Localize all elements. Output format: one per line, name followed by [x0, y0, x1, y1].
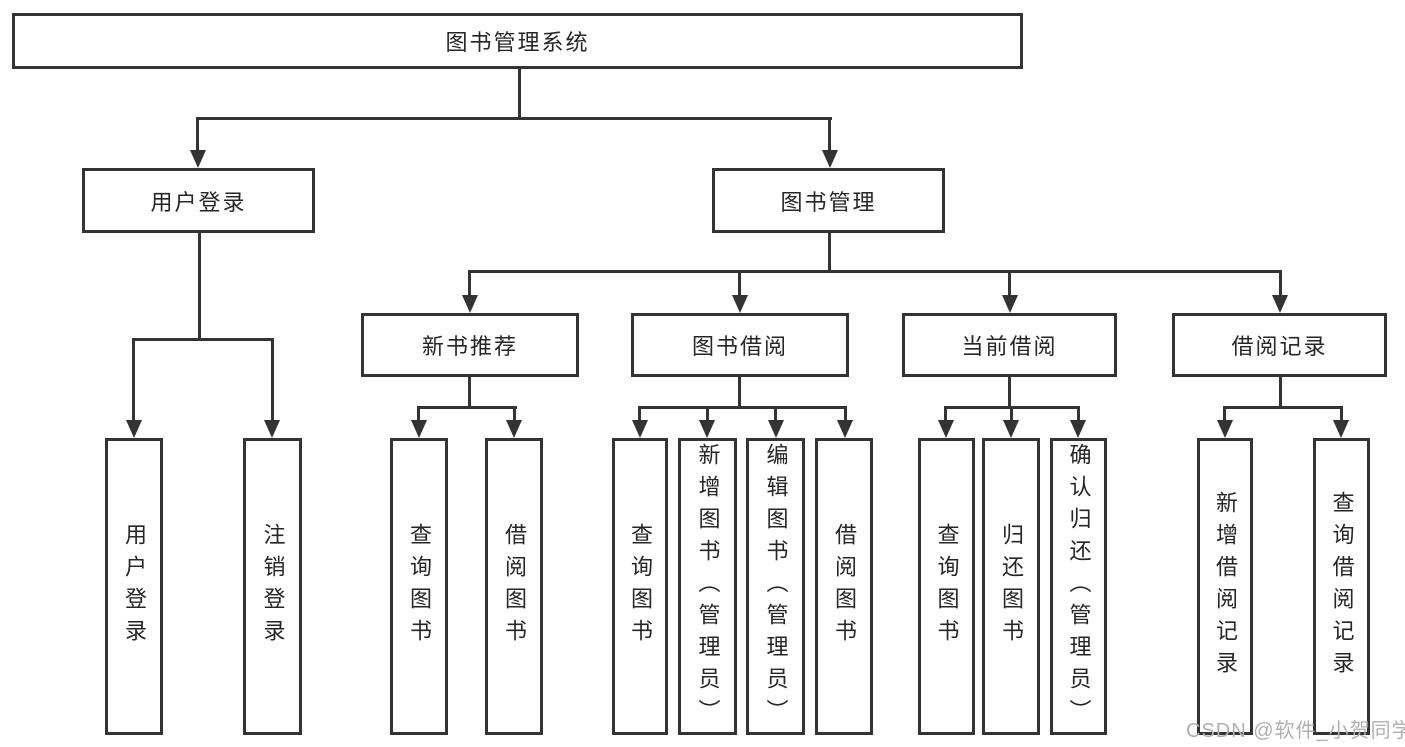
node-user-login: 用户登录 — [82, 168, 315, 233]
leaf-borrow-books-borrowing-label: 借阅图书 — [832, 522, 857, 651]
arrowhead — [462, 295, 478, 313]
leaf-confirm-return-admin: 确认归还（管理员） — [1050, 438, 1107, 735]
connector-line — [1008, 270, 1011, 298]
node-book-borrowing-label: 图书借阅 — [691, 334, 788, 359]
arrowhead — [126, 420, 142, 438]
connector-line — [638, 406, 641, 423]
leaf-add-borrow-record-label: 新增借阅记录 — [1213, 490, 1238, 683]
node-book-management-label: 图书管理 — [780, 189, 877, 215]
leaf-user-login: 用户登录 — [105, 438, 163, 735]
leaf-query-borrow-record: 查询借阅记录 — [1313, 438, 1370, 735]
connector-line — [513, 406, 516, 423]
connector-line — [468, 270, 471, 298]
leaf-return-books-label: 归还图书 — [999, 522, 1024, 651]
connector-line — [1279, 270, 1282, 298]
arrowhead — [1217, 420, 1233, 438]
node-book-management: 图书管理 — [712, 168, 945, 233]
leaf-query-books-recommend: 查询图书 — [390, 438, 448, 735]
arrowhead — [1070, 420, 1086, 438]
arrowhead — [822, 150, 838, 168]
arrowhead — [938, 420, 954, 438]
connector-line — [132, 338, 135, 424]
connector-line — [1077, 406, 1080, 423]
node-borrowing-records: 借阅记录 — [1172, 313, 1387, 377]
connector-line — [417, 406, 420, 423]
connector-line — [1340, 406, 1343, 423]
leaf-query-books-current: 查询图书 — [918, 438, 975, 735]
connector-line — [197, 117, 832, 120]
connector-line — [271, 338, 274, 424]
connector-line — [738, 375, 741, 409]
arrowhead — [506, 420, 522, 438]
leaf-borrow-books-recommend: 借阅图书 — [485, 438, 543, 735]
leaf-edit-books-admin: 编辑图书（管理员） — [746, 438, 805, 735]
leaf-edit-books-admin-label: 编辑图书（管理员） — [763, 442, 789, 731]
leaf-logout: 注销登录 — [243, 438, 302, 735]
connector-line — [196, 117, 199, 153]
leaf-add-borrow-record: 新增借阅记录 — [1197, 438, 1253, 735]
connector-line — [844, 406, 847, 423]
leaf-borrow-books-borrowing: 借阅图书 — [815, 438, 873, 735]
node-root-label: 图书管理系统 — [445, 30, 590, 55]
leaf-confirm-return-admin-label: 确认归还（管理员） — [1066, 442, 1092, 731]
arrowhead — [190, 150, 206, 168]
node-book-borrowing: 图书借阅 — [631, 313, 849, 377]
connector-line — [1008, 375, 1011, 409]
node-new-book-recommend-label: 新书推荐 — [421, 334, 518, 359]
arrowhead — [837, 420, 853, 438]
connector-line — [638, 406, 847, 409]
arrowhead — [1002, 295, 1018, 313]
leaf-query-books-borrowing: 查询图书 — [612, 438, 668, 735]
arrowhead — [732, 295, 748, 313]
csdn-watermark: CSDN @软件_小贺同学 — [1186, 720, 1405, 742]
leaf-query-books-borrowing-label: 查询图书 — [628, 522, 653, 651]
connector-line — [468, 270, 1282, 273]
leaf-return-books: 归还图书 — [982, 438, 1040, 735]
connector-line — [198, 231, 201, 341]
leaf-query-books-current-label: 查询图书 — [934, 522, 960, 651]
leaf-add-books-admin: 新增图书（管理员） — [678, 438, 737, 735]
leaf-add-books-admin-label: 新增图书（管理员） — [695, 442, 721, 731]
arrowhead — [768, 420, 784, 438]
leaf-borrow-books-recommend-label: 借阅图书 — [502, 522, 527, 651]
connector-line — [417, 406, 517, 409]
leaf-logout-label: 注销登录 — [260, 522, 286, 651]
arrowhead — [1272, 295, 1288, 313]
connector-line — [1279, 375, 1282, 409]
connector-line — [944, 406, 947, 423]
connector-line — [518, 66, 521, 118]
node-current-borrowing-label: 当前借阅 — [961, 334, 1058, 359]
node-new-book-recommend: 新书推荐 — [361, 313, 579, 377]
node-borrowing-records-label: 借阅记录 — [1231, 334, 1328, 359]
connector-line — [828, 117, 831, 153]
connector-line — [738, 270, 741, 298]
node-current-borrowing: 当前借阅 — [902, 313, 1117, 377]
node-root: 图书管理系统 — [12, 13, 1023, 69]
leaf-query-borrow-record-label: 查询借阅记录 — [1329, 490, 1355, 683]
arrowhead — [411, 420, 427, 438]
connector-line — [132, 338, 274, 341]
node-user-login-label: 用户登录 — [150, 189, 247, 215]
leaf-query-books-recommend-label: 查询图书 — [407, 522, 432, 651]
connector-line — [1010, 406, 1013, 423]
arrowhead — [632, 420, 648, 438]
connector-line — [1223, 406, 1343, 409]
arrowhead — [1333, 420, 1349, 438]
leaf-user-login-label: 用户登录 — [122, 522, 147, 651]
connector-line — [828, 231, 831, 273]
arrowhead — [699, 420, 715, 438]
arrowhead — [1003, 420, 1019, 438]
arrowhead — [264, 420, 280, 438]
connector-line — [1223, 406, 1226, 423]
connector-line — [774, 406, 777, 423]
connector-line — [468, 375, 471, 409]
connector-line — [706, 406, 709, 423]
